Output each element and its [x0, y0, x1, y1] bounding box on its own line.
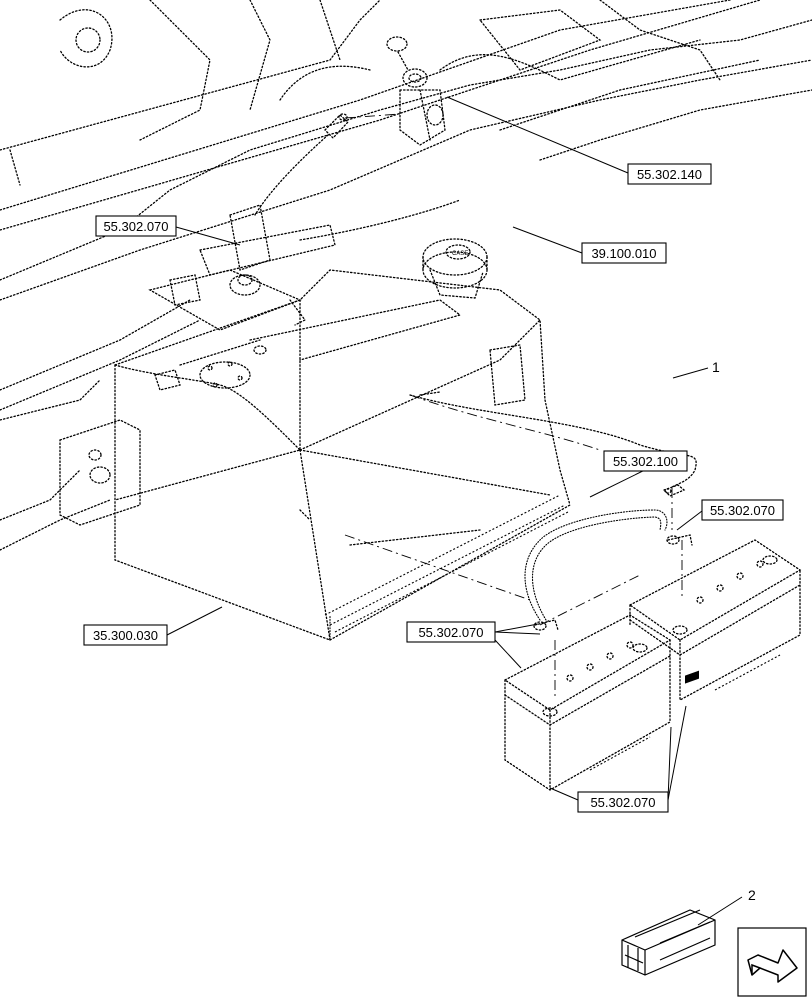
svg-text:CASE: CASE: [452, 251, 468, 257]
cable-lug-right: [662, 484, 686, 497]
callout-39-100-010[interactable]: 39.100.010: [581, 242, 667, 264]
leader-lines: [166, 96, 743, 926]
parts-kit-crate-icon: [621, 670, 716, 976]
callout-55-302-070-top[interactable]: 55.302.070: [95, 215, 177, 237]
alignment-lines: [344, 394, 683, 700]
callout-label: 55.302.070: [103, 219, 168, 234]
item-number-2[interactable]: 2: [748, 887, 756, 903]
chassis-frame: [0, 0, 812, 551]
callout-55-302-070-right[interactable]: 55.302.070: [701, 499, 784, 521]
callout-55-302-100[interactable]: 55.302.100: [603, 450, 688, 472]
cable-lug-top: [254, 113, 401, 216]
tank-filler-cap: CASE: [422, 238, 488, 299]
callout-55-302-070-middle[interactable]: 55.302.070: [406, 621, 496, 643]
mounting-bracket: [148, 199, 461, 331]
switch-bracket: [386, 36, 446, 146]
item-number-1[interactable]: 1: [712, 359, 720, 375]
cable-item-1: [409, 394, 697, 488]
callout-55-302-070-bottom[interactable]: 55.302.070: [577, 791, 669, 813]
callout-35-300-030[interactable]: 35.300.030: [83, 624, 168, 646]
callout-label: 39.100.010: [591, 246, 656, 261]
battery-front: [503, 614, 672, 791]
callout-label: 55.302.070: [418, 625, 483, 640]
callout-label: 55.302.070: [590, 795, 655, 810]
callout-label: 35.300.030: [93, 628, 158, 643]
battery-rear: [628, 534, 802, 702]
callout-55-302-140[interactable]: 55.302.140: [627, 163, 712, 185]
battery-tray-step: [324, 494, 569, 641]
battery-box-housing: [59, 269, 571, 641]
callout-label: 55.302.070: [710, 503, 775, 518]
callout-label: 55.302.100: [613, 454, 678, 469]
callout-label: 55.302.140: [637, 167, 702, 182]
next-page-arrow-icon[interactable]: [737, 927, 807, 997]
jumper-cable: [524, 509, 668, 621]
